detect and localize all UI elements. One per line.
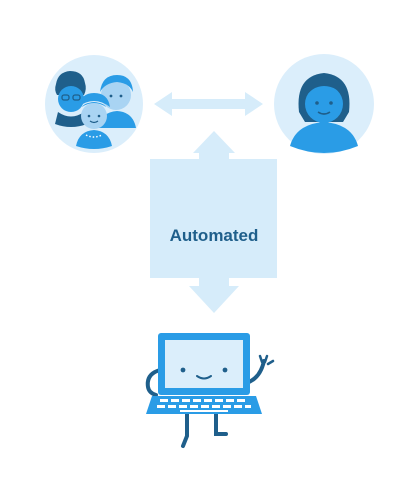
automated-label: Automated bbox=[170, 226, 259, 245]
people-group-icon bbox=[45, 55, 143, 153]
double-arrow-connector bbox=[154, 92, 263, 116]
automated-connector bbox=[150, 131, 277, 313]
single-person-icon bbox=[274, 54, 374, 154]
automated-box bbox=[150, 159, 277, 278]
laptop-character-icon bbox=[145, 333, 275, 448]
